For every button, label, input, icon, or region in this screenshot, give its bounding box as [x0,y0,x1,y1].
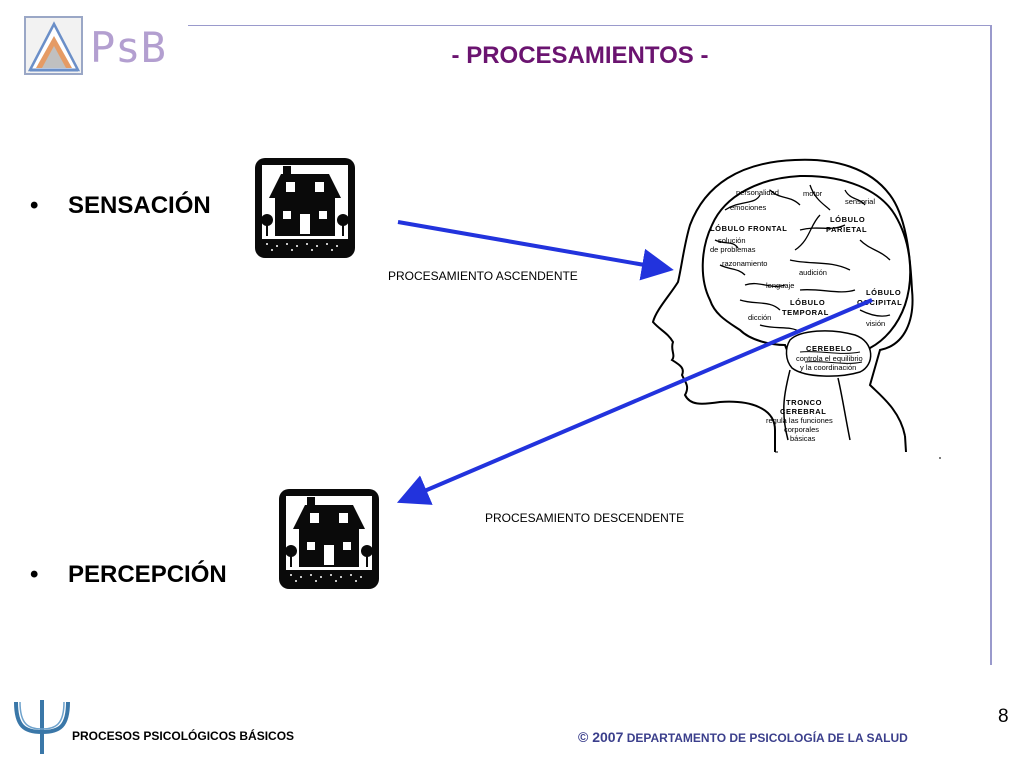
bullet-label-sensacion: SENSACIÓN [68,192,211,219]
bullet-sensacion: • SENSACIÓN [30,192,211,220]
svg-text:de problemas: de problemas [710,245,756,254]
svg-text:sensorial: sensorial [845,197,875,206]
bullet-marker: • [30,192,39,219]
svg-text:corporales: corporales [784,425,819,434]
svg-text:dicción: dicción [748,313,771,322]
svg-text:y la coordinación: y la coordinación [800,363,856,372]
svg-text:LÓBULO: LÓBULO [830,215,865,224]
svg-text:solución: solución [718,236,746,245]
house-icon [255,158,355,258]
svg-text:controla el equilibrio: controla el equilibrio [796,354,863,363]
psi-logo-icon [14,700,70,754]
svg-text:regula las funciones: regula las funciones [766,416,833,425]
svg-text:PARIETAL: PARIETAL [826,225,867,234]
frame-top-line [188,25,990,26]
descending-arrow [396,298,873,505]
bullet-marker: • [30,561,39,588]
slide-title: - PROCESAMIENTOS - [451,42,709,69]
footer-course-title: PROCESOS PSICOLÓGICOS BÁSICOS [72,729,295,743]
ascending-arrow [397,220,674,281]
ascending-label: PROCESAMIENTO ASCENDENTE [388,269,578,283]
brain-stem [783,369,851,441]
page-number: 8 [998,706,1009,727]
footer-department: © 2007 DEPARTAMENTO DE PSICOLOGÍA DE LA … [578,729,908,745]
footer-department-name: DEPARTAMENTO DE PSICOLOGÍA DE LA SALUD [626,731,908,745]
svg-text:personalidad: personalidad [736,188,779,197]
svg-text:CEREBELO: CEREBELO [806,344,852,353]
svg-text:emociones: emociones [730,203,767,212]
svg-text:OCCIPITAL: OCCIPITAL [857,298,902,307]
svg-text:TRONCO: TRONCO [786,398,822,407]
svg-text:motor: motor [803,189,823,198]
bullet-percepcion: • PERCEPCIÓN [30,561,227,589]
svg-text:visión: visión [866,319,885,328]
svg-text:CEREBRAL: CEREBRAL [780,407,826,416]
svg-text:LÓBULO: LÓBULO [866,288,901,297]
bullet-label-percepcion: PERCEPCIÓN [68,561,227,588]
descending-label: PROCESAMIENTO DESCENDENTE [485,511,685,525]
svg-text:LÓBULO FRONTAL: LÓBULO FRONTAL [710,224,787,233]
svg-text:básicas: básicas [790,434,816,443]
frame-right-line [990,25,992,665]
svg-text:razonamiento: razonamiento [722,259,767,268]
psb-logo: PsB [24,16,166,75]
svg-text:lenguaje: lenguaje [766,281,794,290]
house-icon [279,489,379,589]
footer-copyright: © 2007 [578,729,624,745]
svg-text:LÓBULO: LÓBULO [790,298,825,307]
svg-text:TEMPORAL: TEMPORAL [782,308,829,317]
head-outline [651,158,914,452]
cerebellum [785,330,872,377]
psb-logo-text: PsB [90,23,166,72]
svg-text:audición: audición [799,268,827,277]
